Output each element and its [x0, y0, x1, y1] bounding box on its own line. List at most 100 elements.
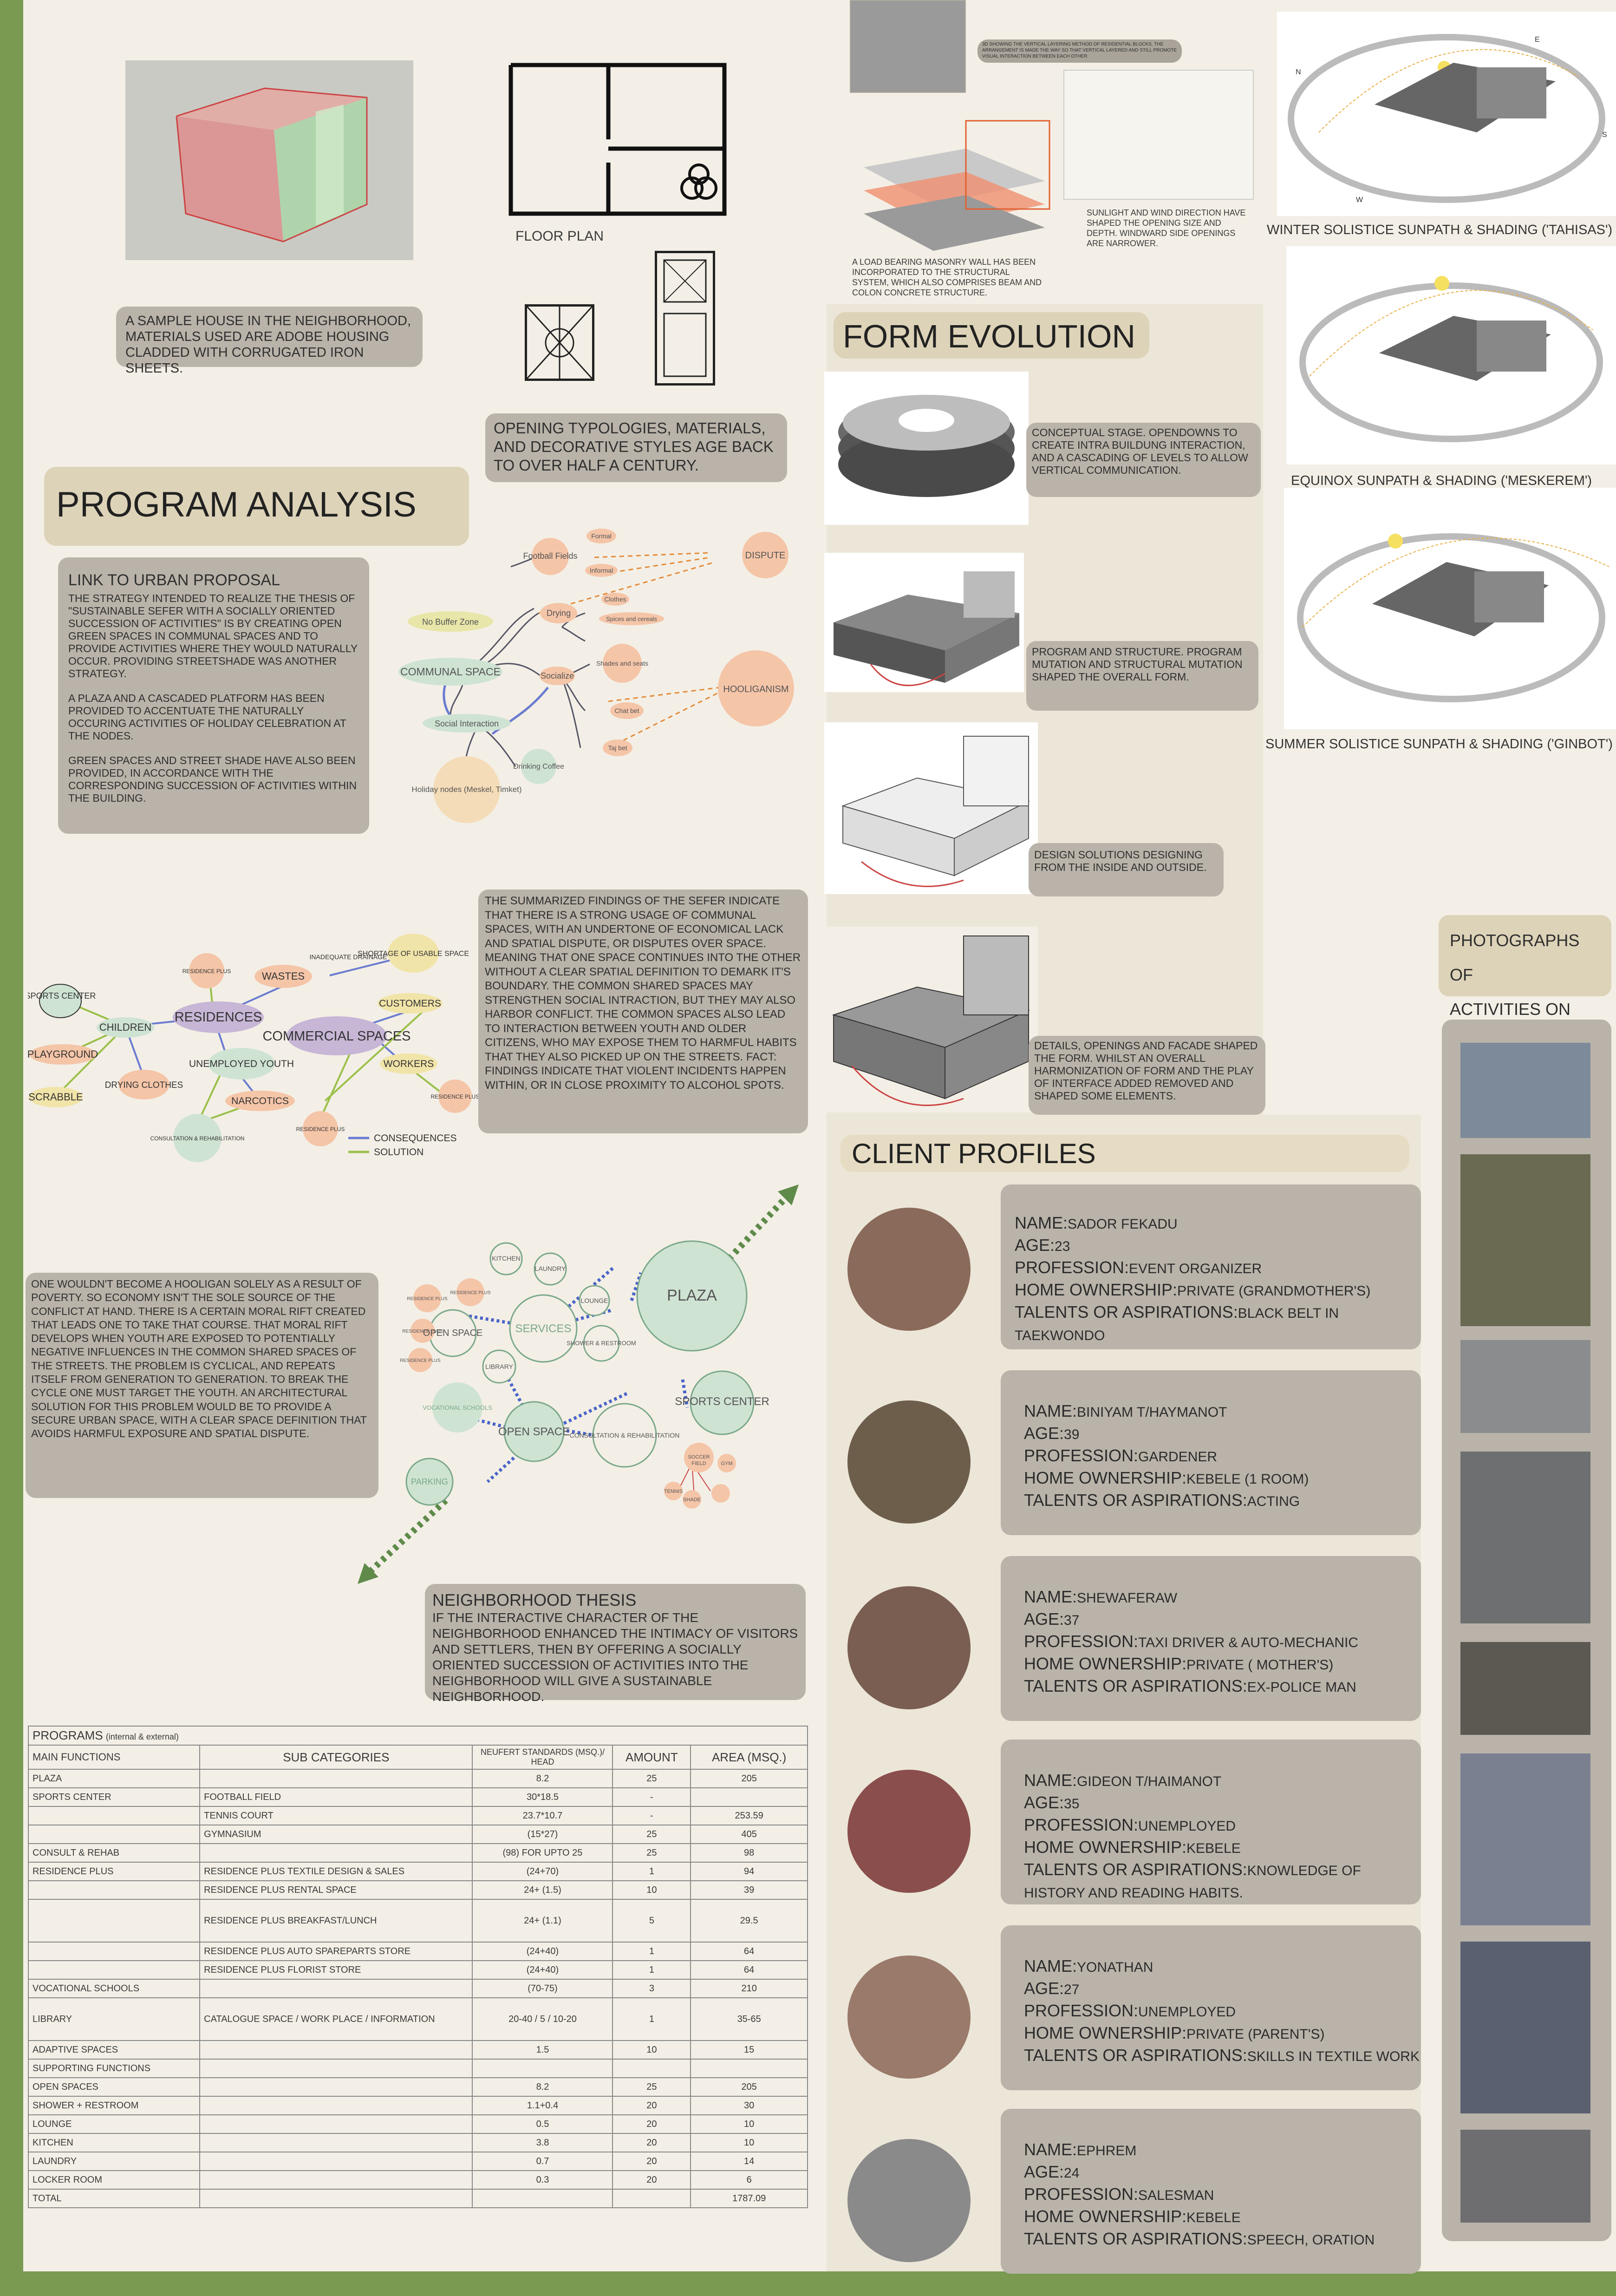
structural-layers-image: [850, 111, 1059, 265]
table-cell: 29.5: [690, 1899, 808, 1943]
table-cell: -: [612, 1787, 691, 1807]
client-age-label: AGE:: [1024, 2162, 1064, 2181]
table-cell: 15: [690, 2040, 808, 2060]
client-age-value: 35: [1064, 1796, 1080, 1812]
snode-laundry: LAUNDRY: [535, 1265, 566, 1272]
table-cell: [199, 2077, 473, 2097]
snode-lounge: LOUNGE: [580, 1297, 608, 1304]
client-profession-value: GARDENER: [1138, 1449, 1218, 1465]
client-profession-line: PROFESSION:UNEMPLOYED: [1024, 2000, 1423, 2022]
form-step-4-model: [824, 927, 1038, 1112]
form-step-2-text: PROGRAM AND STRUCTURE. PROGRAM MUTATION …: [1026, 641, 1258, 711]
pnode-scrabble: SCRABBLE: [28, 1091, 83, 1103]
table-row: SUPPORTING FUNCTIONS: [27, 2059, 808, 2078]
table-cell: [612, 2059, 691, 2078]
table-cell: [27, 1880, 201, 1900]
table-cell: [27, 1899, 201, 1943]
pnode-drainage: INADEQUATE DRAINAGE: [310, 953, 387, 961]
client-age-value: 24: [1064, 2165, 1080, 2181]
form-evolution-title: FORM EVOLUTION: [834, 312, 1149, 359]
table-cell: [199, 2059, 473, 2078]
table-cell: 1787.09: [690, 2189, 808, 2208]
pnode-residence-plus-3: RESIDENCE PLUS: [431, 1093, 480, 1100]
snode-plaza: PLAZA: [667, 1287, 717, 1304]
table-row: RESIDENCE PLUS AUTO SPAREPARTS STORE(24+…: [27, 1942, 808, 1961]
client-ownership-value: PRIVATE (PARENT'S): [1186, 2027, 1325, 2042]
table-cell: 405: [690, 1825, 808, 1844]
compass-e-1: E: [1535, 36, 1540, 44]
node-spices: Spices and cereals: [606, 615, 657, 622]
table-cell: 24+ (1.1): [472, 1899, 613, 1943]
client-talents-label: TALENTS OR ASPIRATIONS:: [1015, 1302, 1238, 1321]
link-to-urban-proposal-box: LINK TO URBAN PROPOSAL THE STRATEGY INTE…: [58, 557, 369, 834]
client-talents-value: SPEECH, ORATION: [1247, 2232, 1375, 2248]
table-cell: TOTAL: [27, 2189, 201, 2208]
client-talents-label: TALENTS OR ASPIRATIONS:: [1024, 2046, 1247, 2065]
programs-title: PROGRAMS: [33, 1728, 103, 1742]
opening-door-drawing: [655, 251, 715, 386]
node-football-fields: Football Fields: [523, 551, 577, 561]
form-step-2-model: [824, 553, 1024, 692]
table-cell: 20-40 / 5 / 10-20: [472, 1997, 613, 2041]
table-cell: [690, 1787, 808, 1807]
legend-solution: SOLUTION: [374, 1147, 424, 1158]
house-caption: A SAMPLE HOUSE IN THE NEIGHBORHOOD, MATE…: [116, 307, 423, 376]
table-cell: 35-65: [690, 1997, 808, 2041]
table-cell: 10: [612, 1880, 691, 1900]
client-talents-value: EX-POLICE MAN: [1247, 1680, 1356, 1695]
table-cell: (70-75): [472, 1979, 613, 1998]
form-step-4-text: DETAILS, OPENINGS AND FACADE SHAPED THE …: [1029, 1036, 1265, 1115]
table-cell: [199, 2152, 473, 2171]
client-age-label: AGE:: [1024, 1793, 1064, 1812]
table-cell: FOOTBALL FIELD: [199, 1787, 473, 1807]
table-cell: 10: [690, 2133, 808, 2152]
client-talents-label: TALENTS OR ASPIRATIONS:: [1024, 1860, 1247, 1879]
table-cell: TENNIS COURT: [199, 1806, 473, 1825]
table-cell: [199, 2189, 473, 2208]
snode-parking: PARKING: [411, 1477, 448, 1486]
table-cell: 205: [690, 2077, 808, 2097]
table-cell: 3: [612, 1979, 691, 1998]
client-avatar: [847, 1770, 971, 1893]
photos-title-box: PHOTOGRAPHS OF ACTIVITIES ON SITE: [1439, 915, 1611, 1053]
table-cell: 20: [612, 2170, 691, 2190]
client-age-line: AGE:23: [1015, 1235, 1414, 1257]
client-talents-value: BLACK BELT IN TAEKWONDO: [1015, 1306, 1339, 1343]
client-name-line: NAME:YONATHAN: [1024, 1956, 1423, 1978]
client-talents-label: TALENTS OR ASPIRATIONS:: [1024, 1491, 1247, 1510]
sunpath-equinox: [1286, 246, 1616, 464]
table-cell: 23.7*10.7: [472, 1806, 613, 1825]
node-formal: Formal: [591, 532, 612, 540]
client-profession-value: UNEMPLOYED: [1138, 1818, 1236, 1834]
frame-bottom-border: [0, 2271, 1616, 2296]
hooligan-box: ONE WOULDN'T BECOME A HOOLIGAN SOLELY AS…: [26, 1273, 378, 1498]
snode-tennis: TENNIS: [664, 1489, 683, 1494]
snode-kitchen: KITCHEN: [492, 1255, 520, 1262]
photos-strip: [1442, 1020, 1611, 2241]
table-cell: 8.2: [472, 1769, 613, 1788]
form-step-3-text: DESIGN SOLUTIONS DESIGNING FROM THE INSI…: [1029, 843, 1224, 896]
client-name-value: BINIYAM T/HAYMANOT: [1077, 1405, 1227, 1420]
table-cell: CONSULT & REHAB: [27, 1843, 201, 1863]
table-cell: LIBRARY: [27, 1997, 201, 2041]
photos-title-1: PHOTOGRAPHS OF: [1450, 931, 1580, 984]
masonry-note: A LOAD BEARING MASONRY WALL HAS BEEN INC…: [852, 257, 1042, 297]
table-cell: 8.2: [472, 2077, 613, 2097]
site-photo-7: [1460, 1942, 1590, 2113]
table-cell: LOCKER ROOM: [27, 2170, 201, 2190]
openings-caption: OPENING TYPOLOGIES, MATERIALS, AND DECOR…: [485, 413, 787, 482]
table-cell: LAUNDRY: [27, 2152, 201, 2171]
table-cell: (24+70): [472, 1862, 613, 1881]
programs-title-cell: PROGRAMS (internal & external): [28, 1726, 808, 1746]
findings-box: THE SUMMARIZED FINDINGS OF THE SEFER IND…: [478, 890, 808, 1133]
client-ownership-line: HOME OWNERSHIP:PRIVATE ( MOTHER'S): [1024, 1653, 1423, 1675]
pnode-residence-plus-2: RESIDENCE PLUS: [296, 1126, 345, 1132]
node-social-interaction: Social Interaction: [435, 719, 499, 728]
table-cell: GYMNASIUM: [199, 1825, 473, 1844]
sunlight-note: SUNLIGHT AND WIND DIRECTION HAVE SHAPED …: [1087, 208, 1246, 248]
